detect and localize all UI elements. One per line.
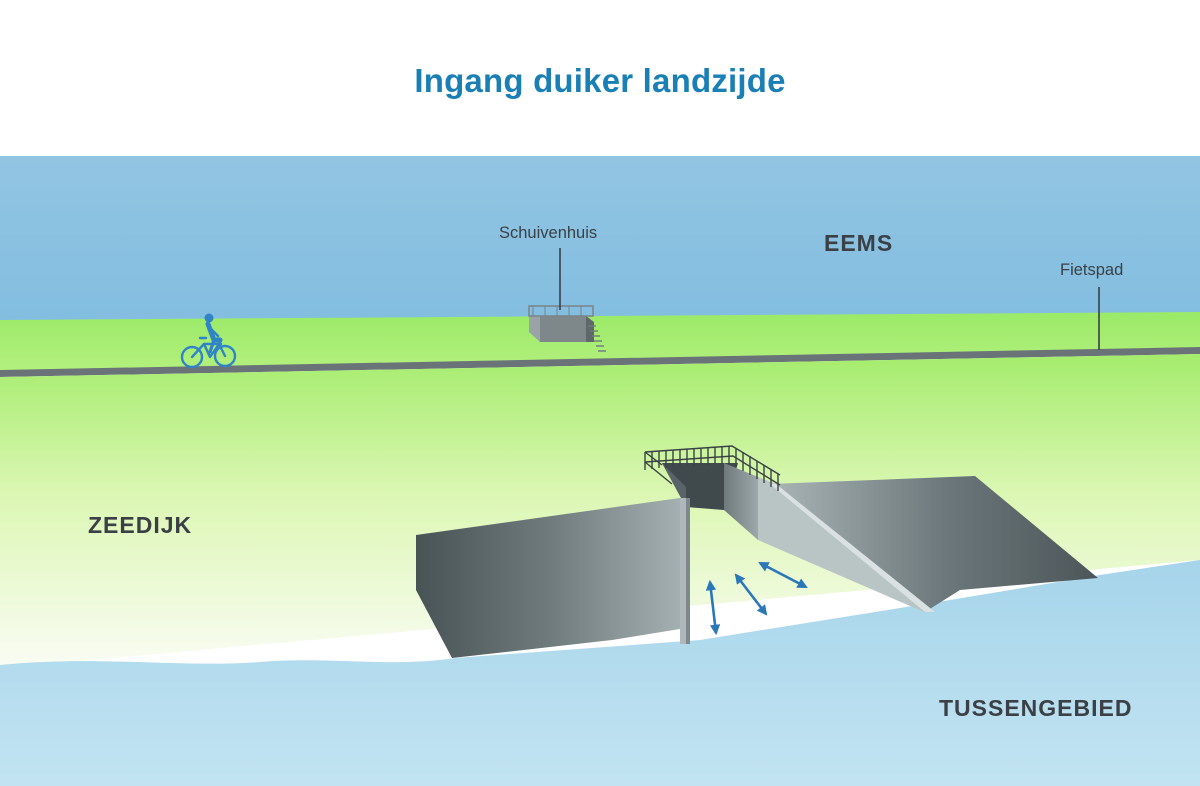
cyclist-icon xyxy=(180,313,237,369)
label-schuivenhuis: Schuivenhuis xyxy=(499,224,598,242)
label-fietspad: Fietspad xyxy=(1060,261,1124,279)
double-arrow-icon xyxy=(705,561,808,636)
tussengebied-water xyxy=(0,560,1200,786)
eems-water xyxy=(0,156,1200,326)
label-zeedijk: ZEEDIJK xyxy=(88,512,193,538)
page-title: Ingang duiker landzijde xyxy=(414,62,786,99)
label-tussengebied: TUSSENGEBIED xyxy=(939,695,1133,721)
culvert-inlet-structure xyxy=(416,445,1098,658)
bike-path xyxy=(0,347,1200,377)
label-eems: EEMS xyxy=(824,230,894,256)
schuivenhuis-building xyxy=(528,305,606,352)
